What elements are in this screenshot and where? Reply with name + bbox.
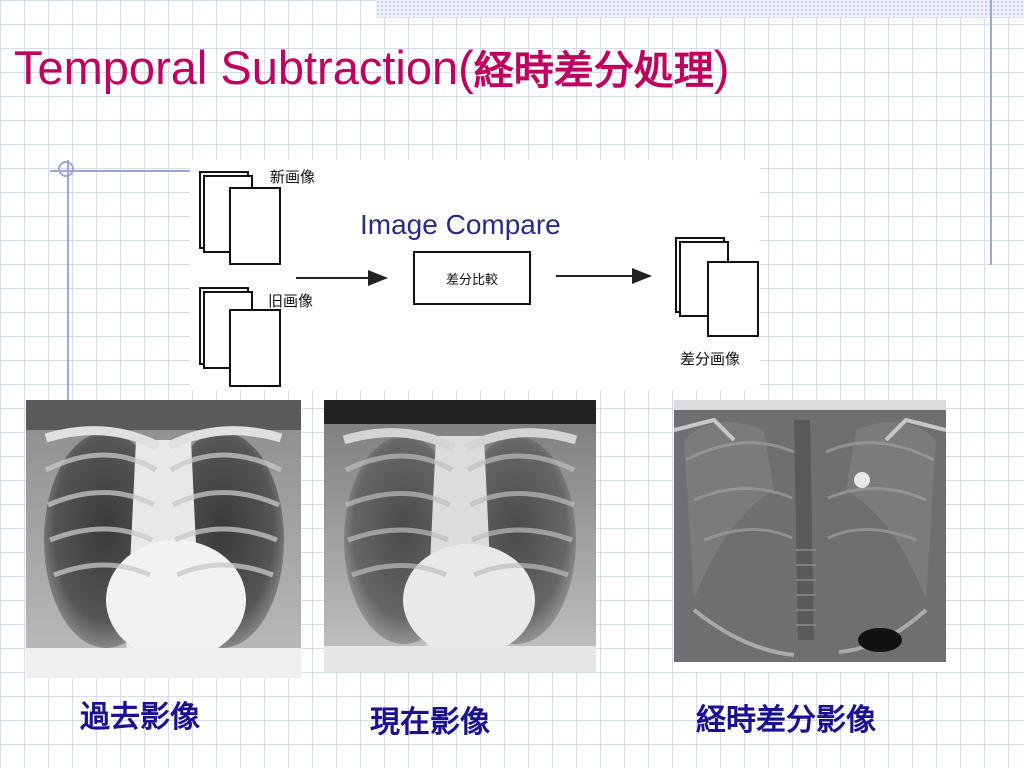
subtraction-image-caption: 経時差分影像 [696,703,876,738]
decorative-vertical-line [990,0,992,265]
current-xray-image [324,400,596,672]
past-image-caption: 過去影像 [80,700,200,735]
result-image-stack-icon [675,237,759,337]
process-label: 差分比較 [446,273,498,288]
decorative-circle [58,161,74,177]
title-english: Temporal Subtraction( [14,41,474,94]
slide-title: Temporal Subtraction(経時差分処理) [14,44,729,91]
result-image-label: 差分画像 [680,350,740,368]
title-close-paren: ) [713,41,730,94]
top-pattern-band [376,0,1024,18]
past-xray-image [26,400,301,678]
decorative-vertical-line-left [67,160,69,405]
subtraction-image [674,400,946,672]
new-image-stack-icon [199,171,281,265]
compare-process-box [413,251,531,305]
image-compare-diagram: 新画像 旧画像 Image Compare 差分比較 差分画像 [190,160,760,390]
title-japanese: 経時差分処理 [473,48,714,94]
new-image-label: 新画像 [270,168,315,186]
old-image-stack-icon [199,287,281,387]
current-image-caption: 現在影像 [370,705,490,740]
old-image-label: 旧画像 [268,292,313,310]
decorative-horizontal-line [50,170,220,172]
image-compare-heading: Image Compare [360,209,561,240]
